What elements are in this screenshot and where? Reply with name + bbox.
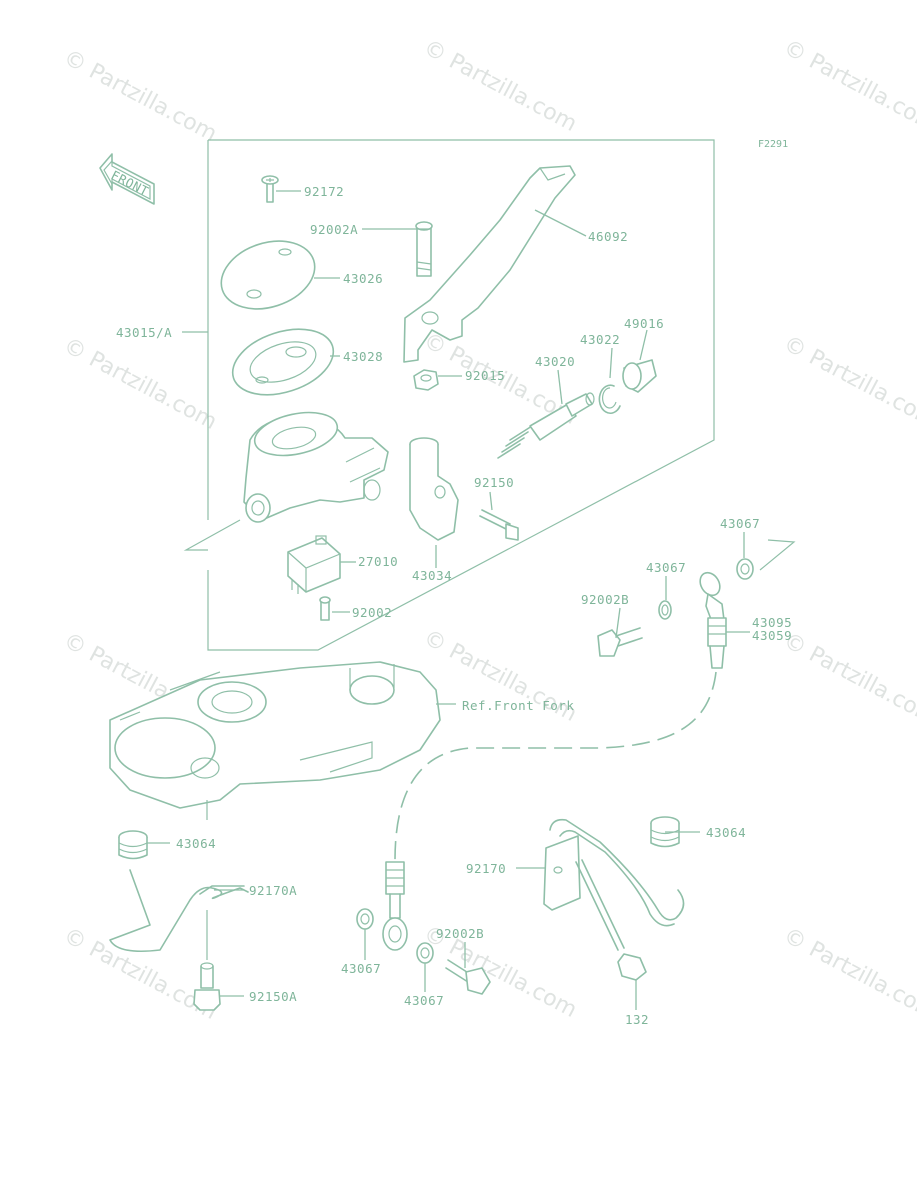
label-92170A: 92170A [249, 883, 297, 898]
label-92015: 92015 [465, 368, 505, 383]
washer-43067-top [736, 558, 754, 580]
diaphragm-43028 [231, 328, 335, 396]
label-92150: 92150 [474, 475, 514, 490]
label-46092: 46092 [588, 229, 628, 244]
brake-lever-46092 [403, 165, 576, 363]
label-92172: 92172 [304, 184, 344, 199]
label-27010: 27010 [358, 554, 398, 569]
washer-43067-lower-left [356, 908, 374, 930]
bolt-92150 [479, 509, 519, 541]
figure-id: F2291 [758, 139, 788, 150]
leader-lines [147, 190, 750, 1010]
label-132: 132 [625, 1012, 649, 1027]
watermark: © Partzilla.com [779, 35, 917, 137]
nut-92015 [413, 369, 439, 391]
top-bridge-front-fork [109, 661, 441, 809]
label-92002: 92002 [352, 605, 392, 620]
label-43026: 43026 [343, 271, 383, 286]
label-43015A: 43015/A [116, 325, 172, 340]
label-43067: 43067 [720, 516, 760, 531]
grommet-43064-right [650, 816, 680, 848]
master-cylinder-body [243, 411, 389, 523]
watermark: © Partzilla.com [59, 923, 221, 1025]
label-43064: 43064 [706, 825, 746, 840]
label-43059: 43059 [752, 628, 792, 643]
screw-92002 [319, 596, 331, 621]
assembly-frame [183, 139, 796, 651]
label-43067: 43067 [404, 993, 444, 1008]
label-43067: 43067 [341, 961, 381, 976]
label-92150A: 92150A [249, 989, 297, 1004]
pivot-bolt-92002A [415, 221, 433, 277]
watermark: © Partzilla.com [779, 331, 917, 433]
label-ref-front-fork: Ref.Front Fork [462, 698, 574, 713]
reservoir-cap-43026 [220, 240, 316, 310]
label-43020: 43020 [535, 354, 575, 369]
watermark-layer: © Partzilla.com © Partzilla.com © Partzi… [59, 35, 917, 1025]
label-43064: 43064 [176, 836, 216, 851]
label-43028: 43028 [343, 349, 383, 364]
watermark: © Partzilla.com [779, 628, 917, 730]
label-43095: 43095 [752, 615, 792, 630]
label-92002B: 92002B [436, 926, 484, 941]
watermark: © Partzilla.com [419, 35, 581, 137]
hose-fitting-43095 [699, 571, 727, 669]
label-43034: 43034 [412, 568, 452, 583]
switch-27010 [287, 535, 341, 594]
watermark: © Partzilla.com [59, 45, 221, 147]
clip-92170A [109, 869, 249, 953]
label-92002B: 92002B [581, 592, 629, 607]
hose-fitting-lower [382, 861, 408, 951]
label-43067: 43067 [646, 560, 686, 575]
brake-hose-route [394, 671, 717, 861]
part-labels: 92172 92002A 46092 43026 43015/A 43028 4… [116, 184, 792, 1027]
bolt-92002B-lower [445, 959, 491, 995]
label-92170: 92170 [466, 861, 506, 876]
boot-49016 [622, 359, 657, 393]
front-arrow-icon: FRONT [99, 153, 155, 205]
washer-43067-upper [658, 600, 672, 620]
piston-43020 [497, 392, 595, 459]
label-49016: 49016 [624, 316, 664, 331]
washer-43067-lower-right [416, 942, 434, 964]
watermark: © Partzilla.com [59, 333, 221, 435]
label-43022: 43022 [580, 332, 620, 347]
screw-92172 [261, 175, 279, 203]
hose-guide-92170 [543, 818, 685, 927]
circlip-43022 [598, 384, 621, 415]
bolt-92150A [193, 962, 221, 1011]
clamp-43034 [409, 437, 459, 541]
grommet-43064-left [118, 830, 148, 860]
label-92002A: 92002A [310, 222, 358, 237]
watermark: © Partzilla.com [779, 923, 917, 1025]
bolt-92002B-upper [597, 627, 643, 657]
